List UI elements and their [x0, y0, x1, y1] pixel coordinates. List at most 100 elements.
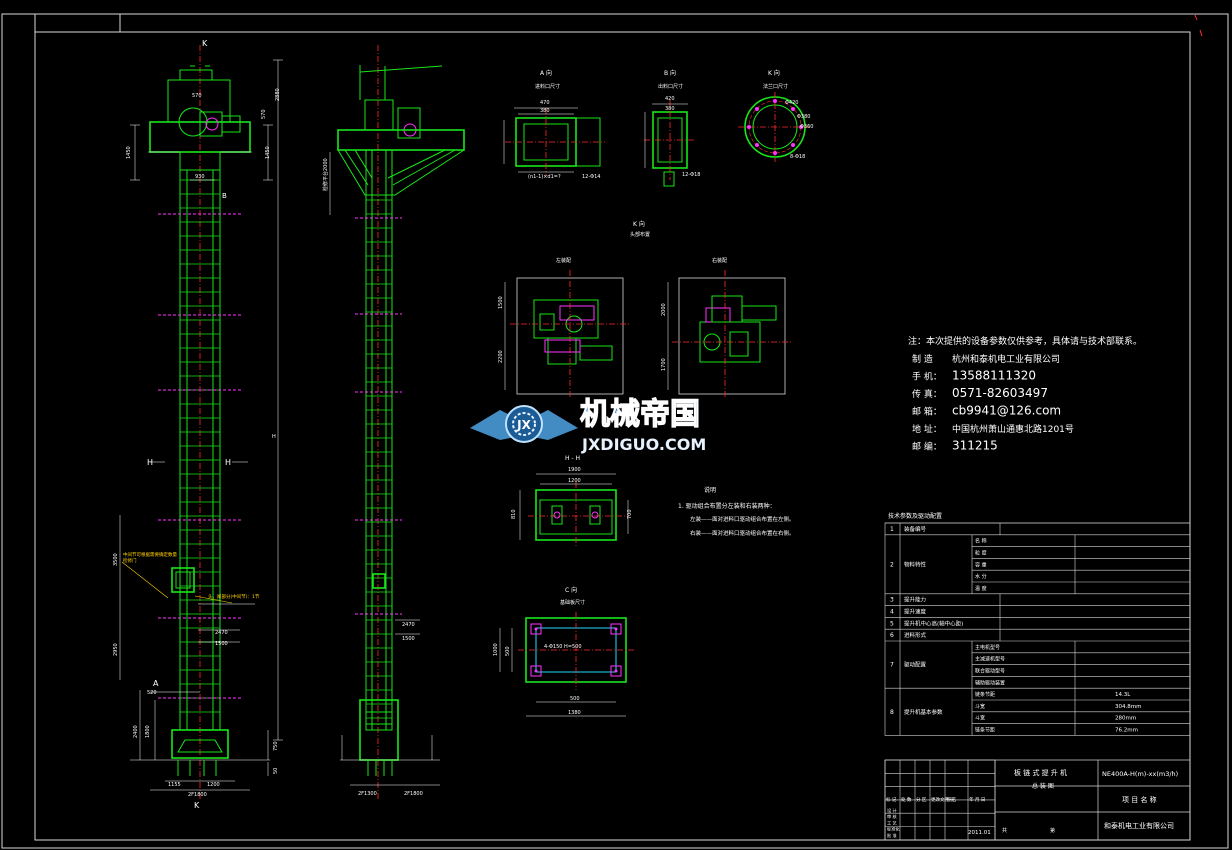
- view-c-sub: 基础板尺寸: [560, 599, 585, 606]
- title-scale: 共: [1002, 827, 1007, 834]
- param-no: 1: [890, 526, 894, 533]
- dim-570: 570: [261, 109, 267, 119]
- title-col-header: 分 区: [916, 796, 927, 803]
- contact-note: 注：本次提供的设备参数仅供参考，具体请与技术部联系。: [908, 335, 1142, 347]
- watermark-en: JXDIGUO.COM: [581, 435, 706, 454]
- c-1000a: 1000: [493, 643, 499, 656]
- param-sub-label: 斗宽: [975, 703, 985, 710]
- dim-50: 50: [273, 768, 279, 774]
- plan-2000: 2000: [661, 303, 667, 316]
- front-elevation: [119, 45, 283, 800]
- right-margin-marks: [1194, 14, 1203, 37]
- title-block: [884, 759, 1191, 841]
- param-title: 技术参数及驱动配置: [888, 512, 942, 520]
- param-sub-label: 粒 度: [975, 550, 987, 557]
- view-k-sub: 法兰口尺寸: [763, 83, 788, 90]
- title-name1: 板 链 式 提 升 机: [1014, 768, 1067, 777]
- hh-right: 700: [627, 509, 633, 519]
- title-row-label: 审 核: [887, 813, 898, 820]
- param-no: 2: [890, 561, 894, 568]
- view-a-right: 12-Φ14: [582, 174, 600, 180]
- param-sub-label: 温 度: [975, 585, 987, 592]
- notes-line3: 右装——面对进料口驱动组合布置在右侧。: [690, 529, 795, 537]
- param-label: 提升机中心高(轴中心距): [904, 619, 963, 627]
- hh-left: 810: [511, 509, 517, 519]
- dim-2950: 2950: [113, 643, 119, 656]
- view-b-bottom: 12-Φ18: [682, 172, 700, 178]
- plan-2200: 2200: [498, 350, 504, 363]
- contact-label: 手 机：: [912, 371, 942, 383]
- left-flanges: [158, 213, 242, 699]
- inspection-door-label: 检修门: [123, 557, 137, 564]
- view-b-sub: 出料口尺寸: [658, 83, 683, 90]
- title-col-header: 签 名: [946, 796, 956, 803]
- param-value: 304.8mm: [1115, 704, 1141, 710]
- param-no: 5: [890, 620, 894, 627]
- contact-value: 0571-82603497: [952, 386, 1048, 400]
- view-a-title: A 向: [540, 69, 552, 77]
- plan-left-title: 左装配: [556, 257, 571, 264]
- dim-1450b: 1450: [265, 146, 271, 159]
- view-hh: [519, 473, 629, 548]
- label-k-top: K: [202, 39, 208, 48]
- dim-1155: 1155: [168, 782, 181, 788]
- dim-930: 930: [195, 174, 205, 180]
- param-label: 装备编号: [904, 525, 927, 533]
- param-label: 进料形式: [904, 631, 927, 639]
- param-label: 驱动配置: [904, 662, 927, 669]
- notes-line1: 1. 驱动组合布置分左装和右装两种：: [678, 502, 776, 510]
- title-date: 2011.01: [968, 830, 991, 836]
- view-hh-title: H - H: [565, 455, 580, 462]
- c-500v: 500: [505, 646, 511, 656]
- title-row-label: 工 艺: [887, 820, 897, 825]
- title-col-header: 标 记: [886, 796, 897, 803]
- corner-tag: [34, 13, 121, 33]
- dim-750: 750: [273, 741, 279, 751]
- side-elevation: [329, 45, 465, 800]
- view-k2-sub: 头部布置: [630, 231, 650, 238]
- title-sheet: 第: [1050, 827, 1055, 834]
- param-no: 6: [890, 632, 894, 639]
- title-project: 项 目 名 称: [1122, 795, 1157, 804]
- dim-2470: 2470: [215, 630, 228, 636]
- plan-1500: 1500: [498, 296, 504, 309]
- title-col-header: 处 数: [901, 796, 912, 803]
- param-label: 提升速度: [904, 608, 927, 616]
- param-sub-label: 联合驱动型号: [975, 668, 1005, 675]
- inner-frame: [34, 31, 1191, 841]
- dim-1500: 1500: [215, 641, 228, 647]
- param-sub-label: 链条节距: [975, 727, 995, 734]
- watermark-badge: JX: [516, 418, 531, 432]
- title-grid: 标 记处 数分 区更改文件号签 名年 月 日设 计审 核工 艺标准化批 准: [884, 759, 996, 841]
- left-dimensions: [119, 59, 283, 791]
- view-b: [644, 100, 696, 187]
- view-c-title: C 向: [565, 586, 577, 594]
- label-k-bottom: K: [194, 801, 200, 810]
- dim-1450a: 1450: [126, 146, 132, 159]
- view-k-flange: [738, 92, 812, 162]
- outer-frame: [1, 13, 1229, 849]
- contact-label: 地 址：: [912, 423, 942, 435]
- dim-520: 520: [147, 690, 157, 696]
- param-sub-label: 斗宽: [975, 715, 985, 722]
- contact-value: cb9941@126.com: [952, 404, 1061, 418]
- c-1380: 1380: [568, 710, 581, 716]
- view-a: [503, 107, 605, 176]
- param-value: 14.3L: [1115, 692, 1131, 698]
- label-a: A: [153, 679, 159, 688]
- dim-2f1300: 2F1300: [358, 791, 377, 797]
- param-label: 物料特性: [904, 560, 927, 568]
- view-c: [499, 612, 634, 717]
- title-col-header: 更改文件号: [931, 796, 954, 803]
- contact-label: 邮 编：: [912, 441, 942, 453]
- contact-value: 杭州和泰机电工业有限公司: [952, 353, 1060, 365]
- watermark: JX 机械帝国 JXDIGUO.COM: [470, 396, 706, 454]
- view-a-bottom: (n1-1)×d1=?: [528, 174, 561, 180]
- contact-label: 制 造: [912, 353, 933, 365]
- view-b-380: 380: [665, 106, 675, 112]
- contact-label: 传 真：: [912, 388, 942, 400]
- view-k-420: Φ420: [785, 100, 798, 106]
- contact-value: 中国杭州萧山通惠北路1201号: [952, 423, 1074, 435]
